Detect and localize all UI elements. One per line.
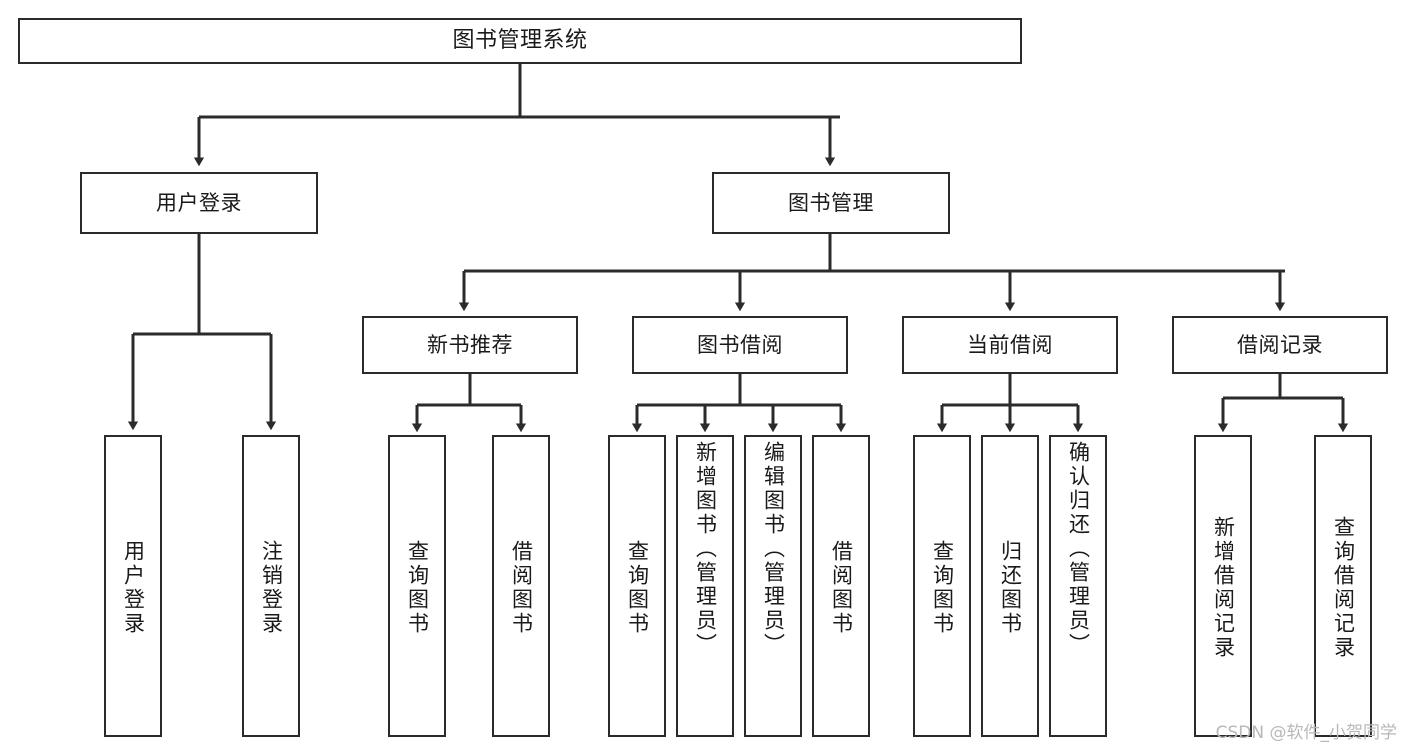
node-label: 注销登录: [259, 540, 284, 636]
node-label: 查询借阅记录: [1331, 516, 1356, 660]
node-label: 用户登录: [156, 190, 242, 215]
node-label: 新书推荐: [427, 332, 513, 357]
node-label: 借阅图书: [509, 540, 534, 636]
node-book-management[interactable]: 图书管理: [712, 172, 950, 234]
node-label: 确认归还（管理员）: [1066, 441, 1091, 657]
leaf-user-login[interactable]: 用户登录: [104, 435, 162, 737]
node-borrow-records[interactable]: 借阅记录: [1172, 316, 1388, 374]
node-label: 编辑图书（管理员）: [761, 441, 786, 657]
leaf-nbr-query-book[interactable]: 查询图书: [388, 435, 446, 737]
leaf-bb-query-book[interactable]: 查询图书: [608, 435, 666, 737]
leaf-cb-query-book[interactable]: 查询图书: [913, 435, 971, 737]
node-label: 新增借阅记录: [1211, 516, 1236, 660]
leaf-cb-confirm-return[interactable]: 确认归还（管理员）: [1049, 435, 1107, 737]
node-label: 借阅记录: [1237, 332, 1323, 357]
leaf-br-add-record[interactable]: 新增借阅记录: [1194, 435, 1252, 737]
node-current-borrow[interactable]: 当前借阅: [902, 316, 1118, 374]
node-new-book-recommend[interactable]: 新书推荐: [362, 316, 578, 374]
node-root-system[interactable]: 图书管理系统: [18, 18, 1022, 64]
leaf-br-query-record[interactable]: 查询借阅记录: [1314, 435, 1372, 737]
node-label: 查询图书: [930, 540, 955, 636]
node-label: 借阅图书: [829, 540, 854, 636]
node-label: 查询图书: [625, 540, 650, 636]
leaf-nbr-borrow-book[interactable]: 借阅图书: [492, 435, 550, 737]
node-label: 归还图书: [998, 540, 1023, 636]
node-book-borrow[interactable]: 图书借阅: [632, 316, 848, 374]
node-label: 用户登录: [121, 540, 146, 636]
leaf-bb-add-book[interactable]: 新增图书（管理员）: [676, 435, 734, 737]
node-label: 图书借阅: [697, 332, 783, 357]
leaf-bb-borrow-book[interactable]: 借阅图书: [812, 435, 870, 737]
leaf-user-logout[interactable]: 注销登录: [242, 435, 300, 737]
node-user-login[interactable]: 用户登录: [80, 172, 318, 234]
node-label: 当前借阅: [967, 332, 1053, 357]
leaf-cb-return-book[interactable]: 归还图书: [981, 435, 1039, 737]
node-label: 新增图书（管理员）: [693, 441, 718, 657]
node-label: 查询图书: [405, 540, 430, 636]
node-label: 图书管理: [788, 190, 874, 215]
leaf-bb-edit-book[interactable]: 编辑图书（管理员）: [744, 435, 802, 737]
node-label: 图书管理系统: [452, 28, 588, 54]
